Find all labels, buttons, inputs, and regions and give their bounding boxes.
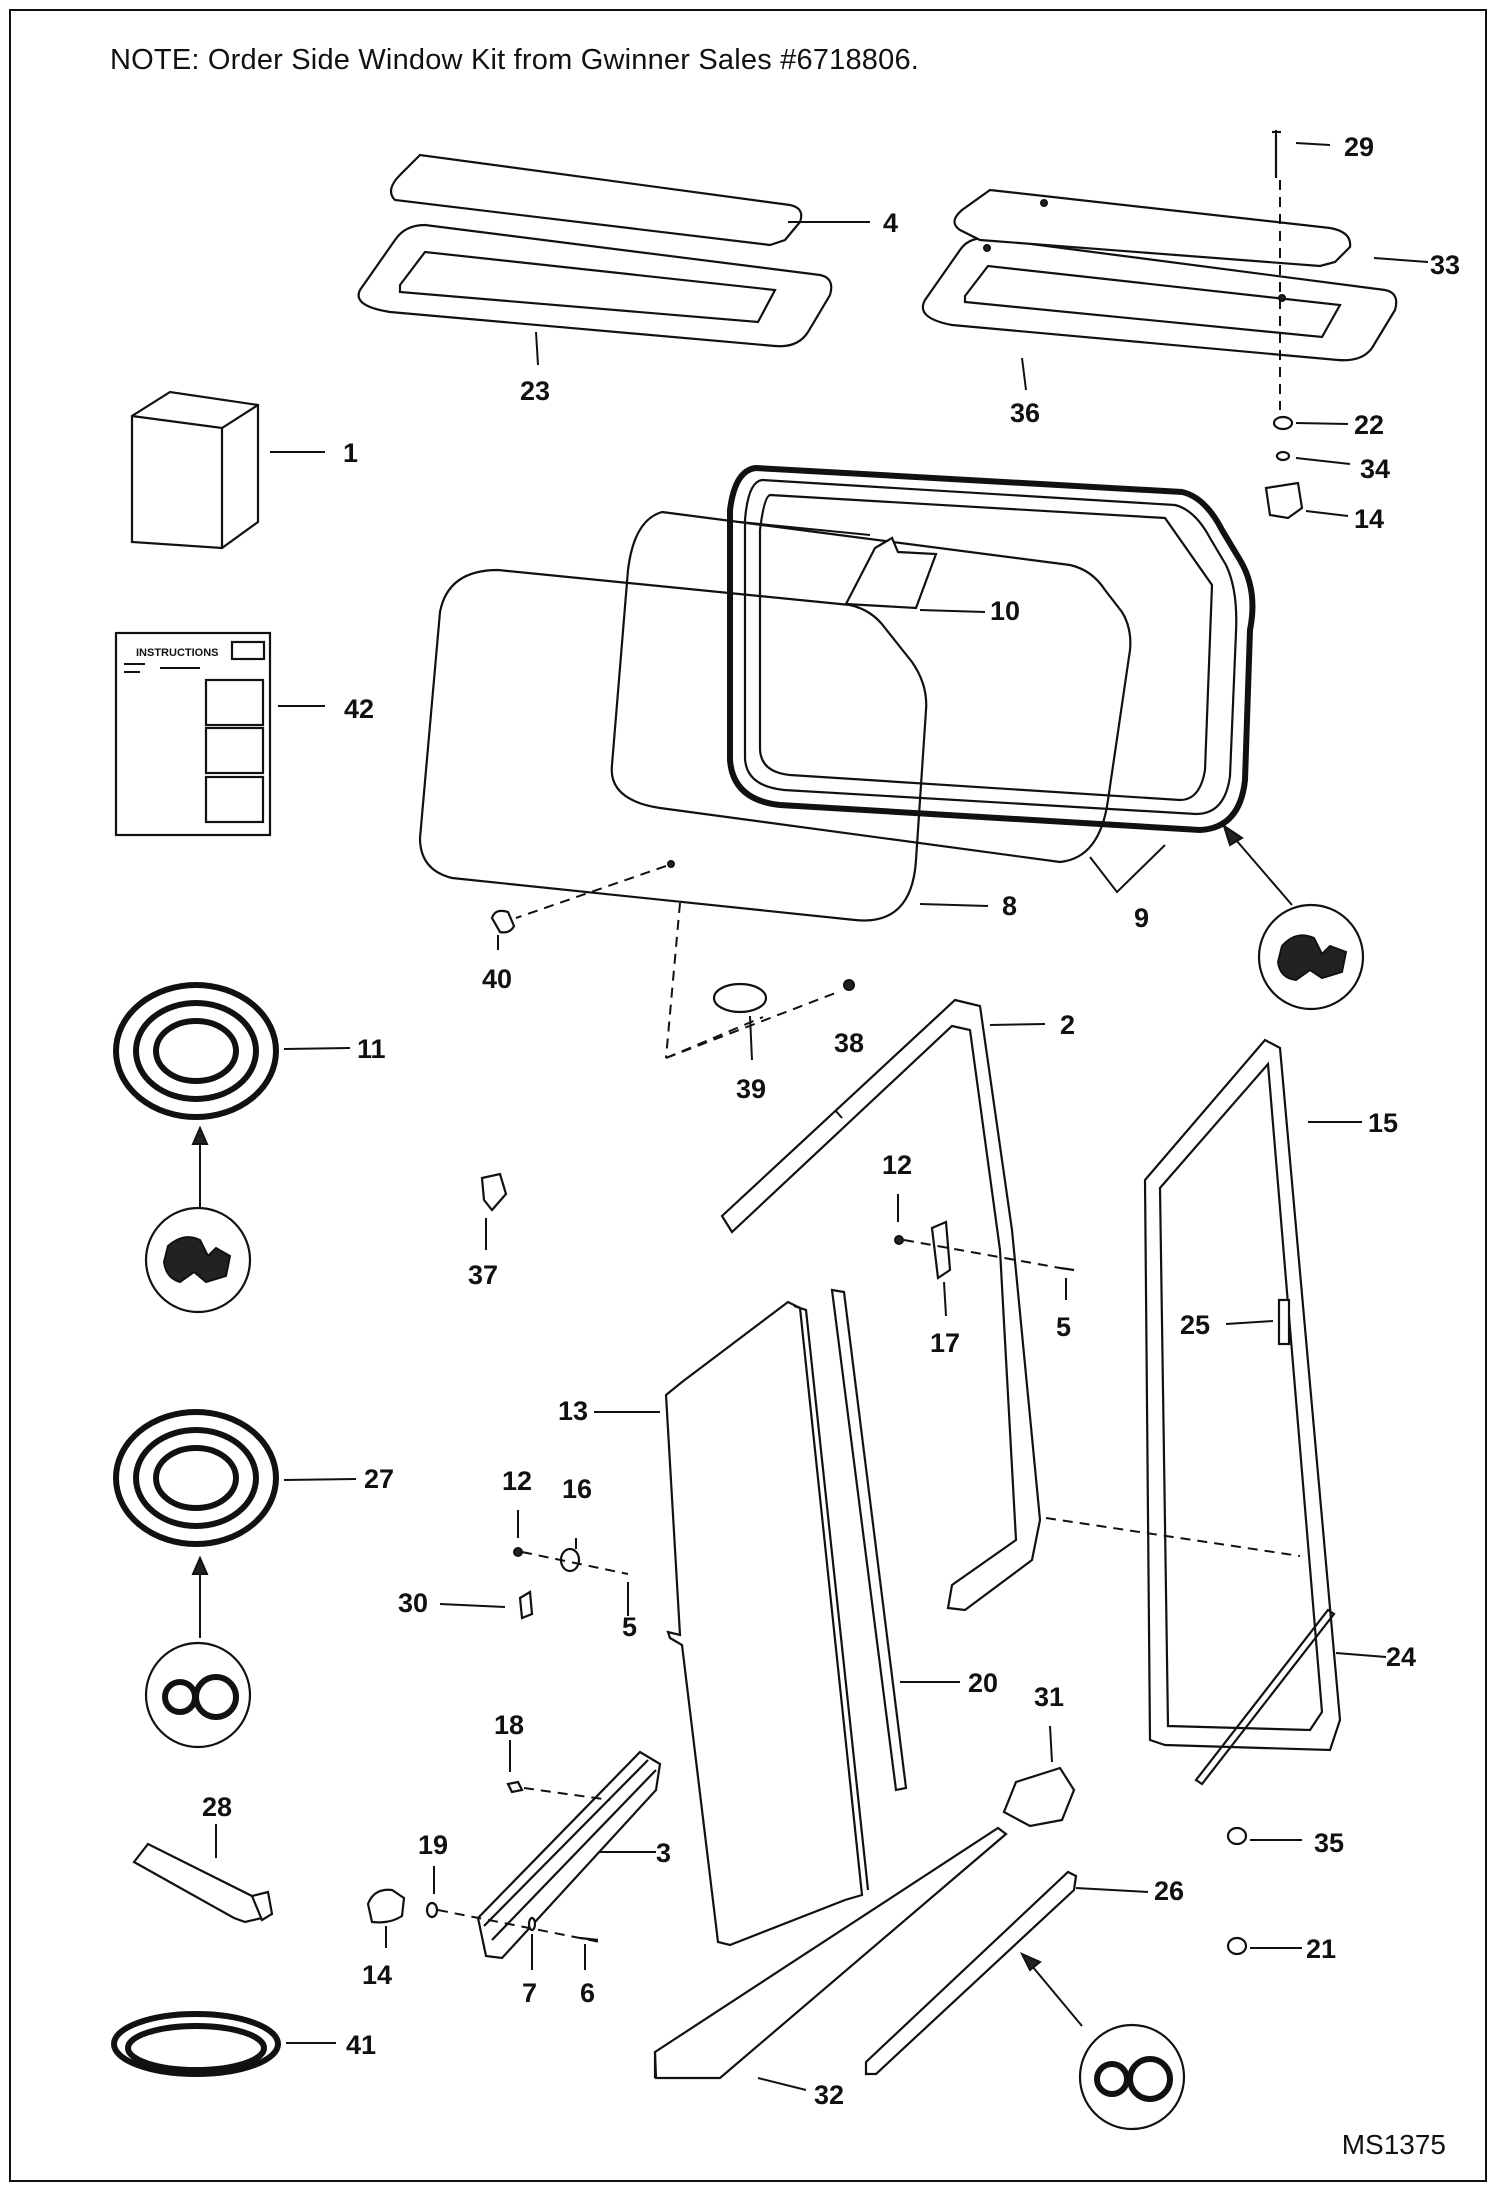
callout-7: 7 [522,1978,537,2008]
callout-12a: 12 [882,1150,912,1180]
callout-3: 3 [656,1838,671,1868]
callout-5a: 5 [1056,1312,1071,1342]
drawing-border [9,9,1487,2182]
callout-2: 2 [1060,1010,1075,1040]
callout-18: 18 [494,1710,524,1740]
callout-13: 13 [558,1396,588,1426]
callout-37: 37 [468,1260,498,1290]
callout-4: 4 [883,208,898,238]
callout-22: 22 [1354,410,1384,440]
callout-12b: 12 [502,1466,532,1496]
window-glass-assembly [418,464,1256,1059]
callout-21: 21 [1306,1934,1336,1964]
callout-35: 35 [1314,1828,1344,1858]
callout-29: 29 [1344,132,1374,162]
seal-detail-right [1222,823,1365,1011]
latch-hardware [439,1172,629,1620]
lower-rail-3 [366,1740,662,1970]
callout-25: 25 [1180,1310,1210,1340]
callout-36: 36 [1010,398,1040,428]
door-frame-15 [1045,1038,1362,1752]
hose-coil-41 [111,2011,336,2077]
frame-rail-2 [720,998,1046,1612]
fastener-stack [1264,130,1351,520]
instruction-sheet: INSTRUCTIONS [114,631,325,837]
seal-coil-27 [113,1409,357,1749]
callout-14b: 14 [362,1960,392,1990]
callout-14a: 14 [1354,504,1384,534]
callout-11: 11 [357,1034,386,1064]
callout-24: 24 [1386,1642,1416,1672]
figure-number: MS1375 [1341,2129,1446,2160]
callout-15: 15 [1368,1108,1398,1138]
seal-detail-bottom [1019,1951,1186,2131]
callout-10: 10 [990,596,1020,626]
callout-40: 40 [482,964,512,994]
callout-42: 42 [344,694,374,724]
roof-window-left [357,153,870,366]
callout-5b: 5 [622,1612,637,1642]
seal-coil-11 [113,982,351,1314]
bottom-strips [653,979,1387,2091]
callout-20: 20 [968,1668,998,1698]
callout-23: 23 [520,376,550,406]
callout-31: 31 [1034,1682,1064,1712]
hinge-hardware [894,1194,1075,1317]
callout-27: 27 [364,1464,394,1494]
callout-38: 38 [834,1028,864,1058]
callout-28: 28 [202,1792,232,1822]
roof-window-right [921,188,1429,391]
adhesive-tube [132,1824,274,1924]
callout-labels: 1 2 3 4 5 5 6 7 8 9 10 11 12 12 13 14 14… [202,132,1460,2110]
callout-19: 19 [418,1830,448,1860]
callout-39: 39 [736,1074,766,1104]
callout-34: 34 [1360,454,1390,484]
callout-32: 32 [814,2080,844,2110]
callout-8: 8 [1002,891,1017,921]
order-note: NOTE: Order Side Window Kit from Gwinner… [110,44,920,76]
callout-26: 26 [1154,1876,1184,1906]
callout-17: 17 [930,1328,960,1358]
callout-9: 9 [1134,903,1149,933]
instructions-heading: INSTRUCTIONS [136,647,219,659]
callout-30: 30 [398,1588,428,1618]
callout-6: 6 [580,1978,595,2008]
door-glass-13 [594,1288,960,1947]
kit-box [130,390,325,550]
callout-41: 41 [346,2030,376,2060]
callout-33: 33 [1430,250,1460,280]
callout-16: 16 [562,1474,592,1504]
callout-1: 1 [343,438,358,468]
